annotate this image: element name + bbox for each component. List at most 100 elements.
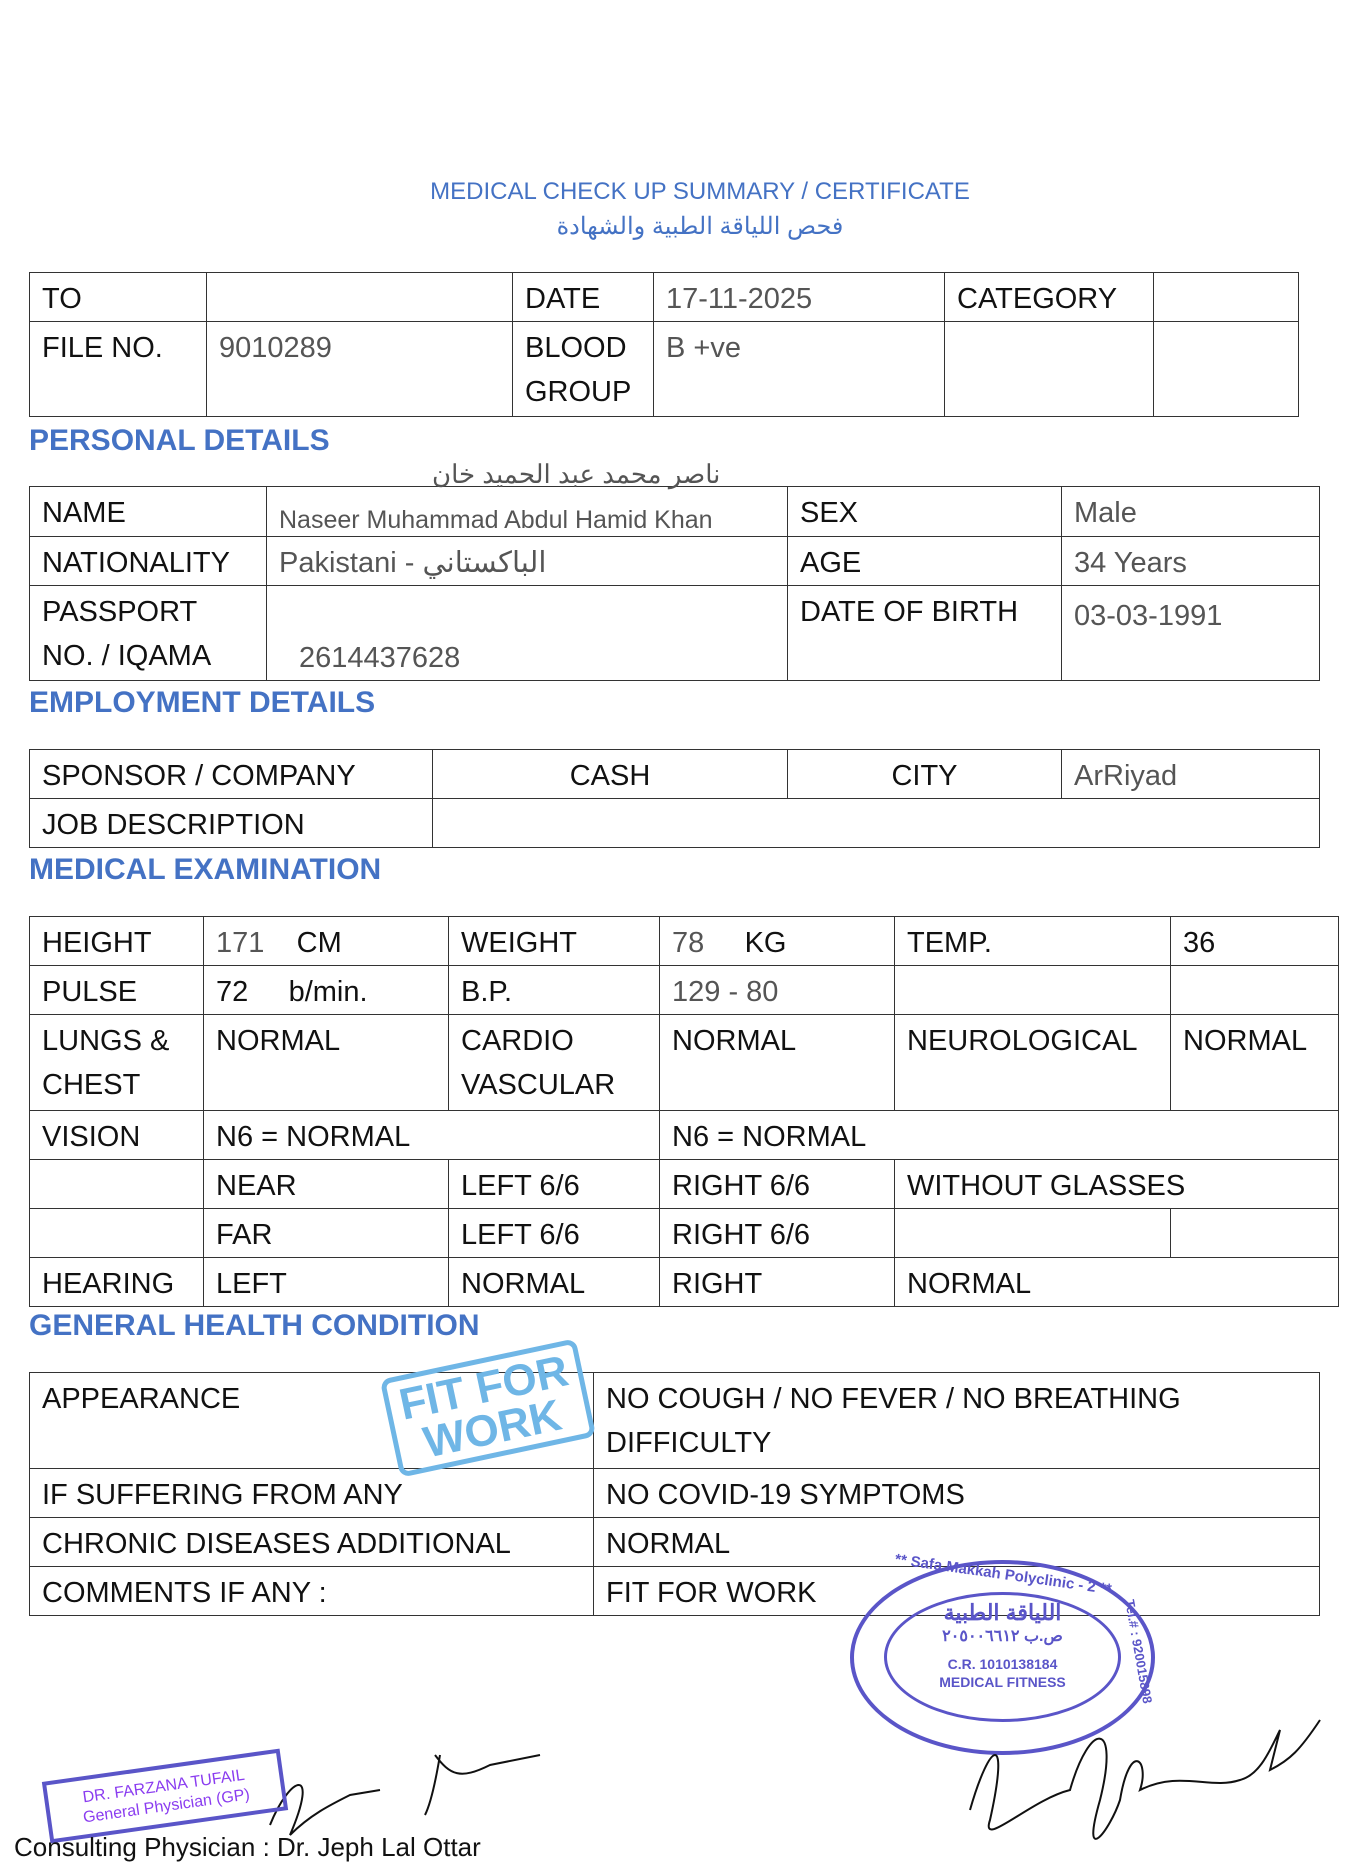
cardio-label: CARDIO VASCULAR [448,1014,660,1111]
passport-label: PASSPORT NO. / IQAMA [29,585,267,681]
height-value: 171 [216,927,265,959]
city-value: ArRiyad [1061,749,1320,799]
health-value: NORMAL [593,1517,1320,1567]
vision-left: N6 = NORMAL [203,1110,660,1160]
age-value: 34 Years [1061,536,1320,586]
lungs-value: NORMAL [203,1014,449,1111]
weight-unit: KG [744,927,787,959]
exam-heading: MEDICAL EXAMINATION [29,853,382,886]
file-label: FILE NO. [29,321,207,417]
age-label: AGE [787,536,1062,586]
health-value: NO COUGH / NO FEVER / NO BREATHING DIFFI… [593,1372,1320,1469]
health-label: CHRONIC DISEASES ADDITIONAL [29,1517,594,1567]
name-value: Naseer Muhammad Abdul Hamid Khan [279,506,713,534]
empty-cell [894,965,1171,1015]
bp-label: B.P. [448,965,660,1015]
personal-heading: PERSONAL DETAILS [29,424,330,457]
to-value [206,272,513,322]
name-label: NAME [29,486,267,537]
signature-right [969,1719,1321,1840]
dob-value: 03-03-1991 [1061,585,1320,681]
neuro-value: NORMAL [1170,1014,1339,1111]
glasses: WITHOUT GLASSES [894,1159,1339,1209]
far-left: LEFT 6/6 [448,1208,660,1258]
clinic-seal: ** Safa Makkah Polyclinic - 2 ** اللياقة… [850,1551,1155,1755]
empty-cell [29,1159,204,1209]
vision-label: VISION [29,1110,204,1160]
health-value: NO COVID-19 SYMPTOMS [593,1468,1320,1518]
lungs-label: LUNGS & CHEST [29,1014,204,1111]
blood-label: BLOOD GROUP [512,321,654,417]
sponsor-label: SPONSOR / COMPANY [29,749,433,799]
temp-label: TEMP. [894,916,1171,966]
name-arabic: ناصر محمد عبد الحميد خان [432,459,721,489]
exam-table: HEIGHT 171 CM WEIGHT 78 KG TEMP.36 PULSE 72 b… [29,916,1339,1307]
vision-right: N6 = NORMAL [659,1110,1339,1160]
passport-number: 2614437628 [299,642,461,674]
hearing-right: NORMAL [894,1257,1339,1307]
sex-label: SEX [787,486,1062,537]
seal-arabic: اللياقة الطبية [943,1600,1062,1625]
neuro-label: NEUROLOGICAL [894,1014,1171,1111]
sponsor-value: CASH [432,749,788,799]
hearing-label: HEARING [29,1257,204,1307]
title-en: MEDICAL CHECK UP SUMMARY / CERTIFICATE [430,178,970,205]
far-right: RIGHT 6/6 [659,1208,895,1258]
empty-cell [944,321,1154,417]
passport-value: 2614437628 [266,585,788,681]
file-value: 9010289 [206,321,513,417]
bp-value: 129 - 80 [659,965,895,1015]
category-value [1153,272,1299,322]
empty-cell [1153,321,1299,417]
city-label: CITY [787,749,1062,799]
weight-label: WEIGHT [448,916,660,966]
personal-table: NAME ناصر محمد عبد الحميد خان Naseer Muham… [29,459,1320,681]
empty-cell [1170,1208,1339,1258]
health-label: COMMENTS IF ANY : [29,1566,594,1616]
cardio-value: NORMAL [659,1014,895,1111]
dob-label: DATE OF BIRTH [787,585,1062,681]
signature-left [269,1754,541,1836]
seal-inner-ring [884,1592,1121,1722]
seal-fitness: MEDICAL FITNESS [939,1674,1066,1690]
blood-value: B +ve [653,321,945,417]
pulse-unit: b/min. [288,976,368,1008]
employment-heading: EMPLOYMENT DETAILS [29,686,376,719]
job-value [432,798,1320,848]
near-label: NEAR [203,1159,449,1209]
weight-value: 78 [672,927,705,959]
near-right: RIGHT 6/6 [659,1159,895,1209]
consulting-physician: Consulting Physician : Dr. Jeph Lal Otta… [14,1832,481,1862]
to-label: TO [29,272,207,322]
title-ar: فحص اللياقة الطبية والشهادة [556,213,844,240]
temp-value: 36 [1170,916,1339,966]
nationality-label: NATIONALITY [29,536,267,586]
seal-po-box: ص.ب ٢٠٥٠٠٦٦١٢ [942,1628,1063,1645]
empty-cell [894,1208,1171,1258]
hearing-right-label: RIGHT [659,1257,895,1307]
pulse-value: 72 [216,976,249,1008]
job-label: JOB DESCRIPTION [29,798,433,848]
near-left: LEFT 6/6 [448,1159,660,1209]
far-label: FAR [203,1208,449,1258]
empty-cell [29,1208,204,1258]
seal-cr: C.R. 1010138184 [947,1656,1058,1672]
date-value: 17-11-2025 [653,272,945,322]
hearing-left-label: LEFT [203,1257,449,1307]
height-unit: CM [296,927,342,959]
empty-cell [1170,965,1339,1015]
health-label: IF SUFFERING FROM ANY [29,1468,594,1518]
category-label: CATEGORY [944,272,1154,322]
nationality-value: Pakistani - الباكستاني [266,536,788,586]
height-label: HEIGHT [29,916,204,966]
health-heading: GENERAL HEALTH CONDITION [29,1309,480,1342]
pulse-label: PULSE [29,965,204,1015]
date-label: DATE [512,272,654,322]
health-label: APPEARANCE [29,1372,594,1469]
